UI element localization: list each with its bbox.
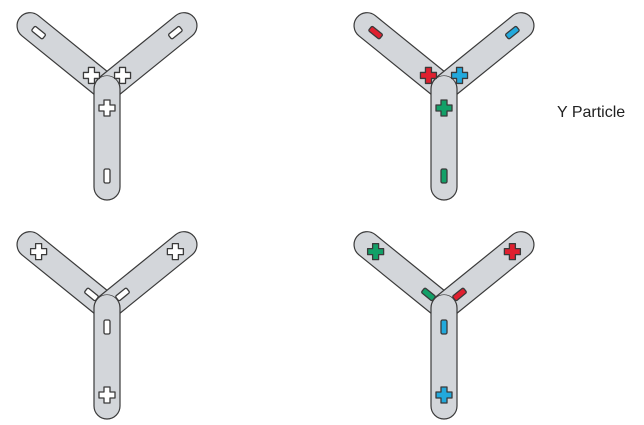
minus-symbol	[104, 169, 110, 183]
particle-bottom-left	[12, 226, 202, 419]
minus-symbol	[441, 320, 447, 334]
particle-top-left	[12, 7, 202, 200]
particle-top-right	[349, 7, 539, 200]
junction	[95, 76, 119, 100]
junction	[95, 295, 119, 319]
minus-symbol	[104, 320, 110, 334]
particle-bottom-right	[349, 226, 539, 419]
minus-symbol	[441, 169, 447, 183]
junction	[432, 76, 456, 100]
junction	[432, 295, 456, 319]
y-particle-caption: Y Particle	[557, 104, 625, 122]
